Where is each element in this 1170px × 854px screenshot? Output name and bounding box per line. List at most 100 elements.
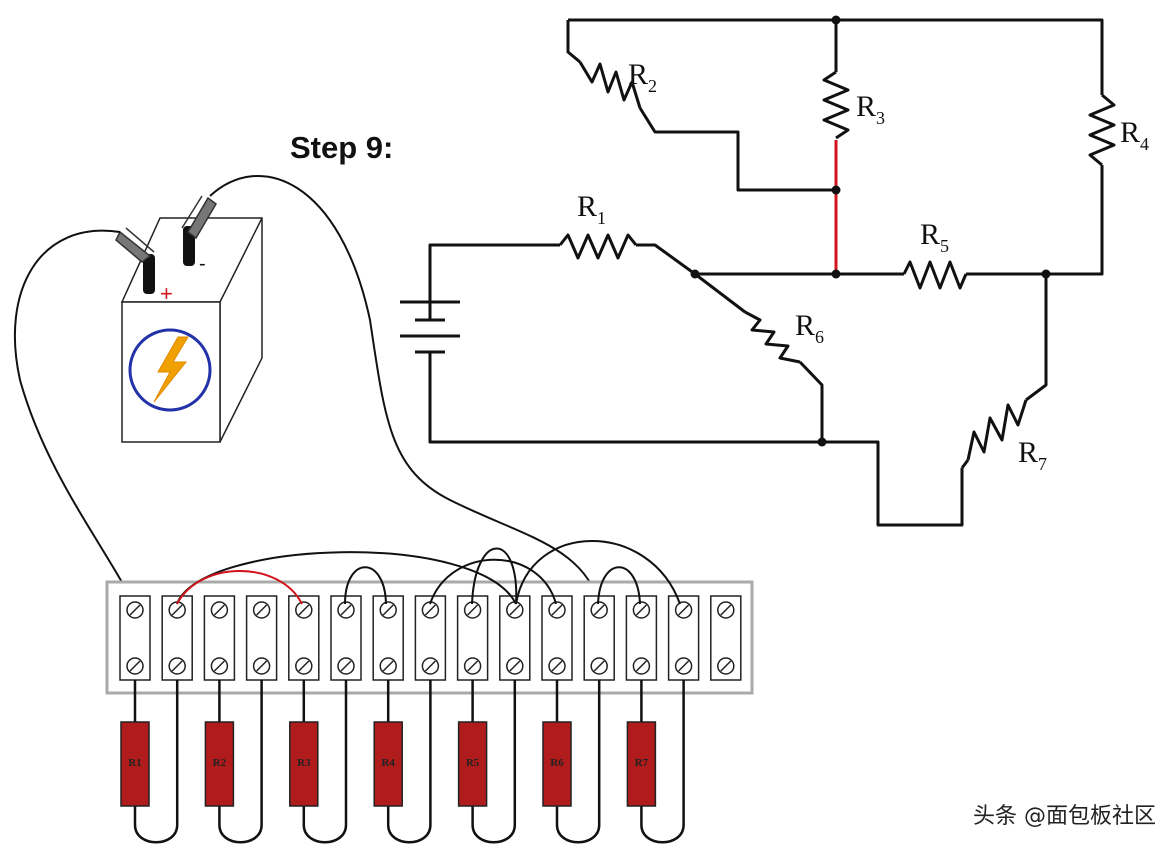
terminal-screw-slot [678, 660, 690, 672]
terminal-board [105, 580, 754, 695]
terminal-screw-slot [467, 660, 479, 672]
terminal-screw-slot [298, 660, 310, 672]
terminal-screw-slot [467, 604, 479, 616]
clip-positive [115, 230, 152, 263]
resistor-label: R1 [128, 757, 141, 769]
jumper-wire [597, 566, 641, 605]
lightning-bolt-icon [153, 336, 189, 403]
battery-plus-sign: + [160, 281, 173, 306]
terminal-screw-slot [340, 604, 352, 616]
wire-r7-out [960, 459, 970, 469]
terminal-screw-slot [382, 604, 394, 616]
junction-dot [831, 185, 841, 195]
terminal-screw-slot [720, 604, 732, 616]
resistor-r4 [1088, 93, 1116, 167]
terminal-screw-slot [593, 660, 605, 672]
resistor-r5 [902, 260, 968, 290]
resistor-body [373, 721, 403, 807]
terminal-screw-slot [424, 604, 436, 616]
clip-negative [187, 196, 217, 240]
wire-r7-in [1025, 274, 1048, 402]
label-r1: R1 [577, 190, 606, 228]
red-jumper-wire [176, 570, 303, 605]
wire-battery-bottom [428, 352, 964, 527]
terminal-screw-slot [213, 604, 225, 616]
battery-terminal-positive [143, 254, 155, 294]
terminal-screw-slot [256, 604, 268, 616]
jumper-wire [471, 547, 518, 605]
terminal-screw-slot [593, 604, 605, 616]
resistor-body [289, 721, 319, 807]
resistor-r7 [966, 399, 1028, 461]
terminal-screw-slot [171, 604, 183, 616]
board-resistors: R1 R2 R3 R4 R5 R6 R7 [120, 680, 685, 844]
label-r2: R2 [628, 58, 657, 96]
lead-positive [13, 229, 133, 601]
resistor-label: R3 [297, 757, 311, 769]
resistor-r6 [744, 310, 801, 364]
resistor-body [542, 721, 572, 807]
terminal-screw-slot [551, 604, 563, 616]
terminal-screw-slot [129, 604, 141, 616]
resistor-r1 [558, 233, 638, 260]
watermark: 头条 @面包板社区 [973, 798, 1156, 830]
battery-box: + - [115, 195, 263, 443]
junction-dots [690, 15, 1051, 447]
wire-top [568, 18, 1104, 95]
resistor-lead [218, 680, 263, 844]
jumper-wire [515, 540, 681, 605]
wire-r6-in [694, 272, 746, 314]
resistor-lead [640, 680, 685, 844]
resistor-lead [133, 680, 179, 844]
terminal-screw-slot [635, 660, 647, 672]
resistor-body [457, 721, 488, 807]
wire-r2-out [638, 107, 836, 192]
terminal-screw-slot [340, 660, 352, 672]
resistor-body [204, 721, 235, 807]
resistor-label: R6 [550, 757, 564, 769]
resistor-label: R4 [381, 757, 395, 769]
resistor-lead [302, 680, 348, 844]
label-r7: R7 [1018, 436, 1047, 474]
terminal-screw-slot [129, 660, 141, 672]
terminal-screw-slot [509, 660, 521, 672]
resistor-lead [386, 680, 432, 844]
watermark-prefix: 头条 @ [972, 804, 1046, 829]
label-r5: R5 [920, 218, 949, 256]
battery-minus-sign: - [199, 253, 206, 275]
terminal-screw-slot [424, 660, 436, 672]
label-r6: R6 [795, 309, 824, 347]
wire-r1-out [636, 243, 696, 276]
junction-dot [817, 437, 827, 447]
terminal-screw-slot [720, 660, 732, 672]
jumper-wire [344, 566, 387, 605]
resistor-body [120, 721, 150, 807]
terminal-screw-slot [256, 660, 268, 672]
battery-terminal-negative [183, 226, 195, 266]
schematic [400, 18, 1116, 527]
wire-r4-down [1046, 165, 1104, 276]
resistor-r3 [822, 70, 850, 140]
junction-dot [831, 15, 841, 25]
resistor-label: R5 [466, 757, 480, 769]
terminal-screw-slot [213, 660, 225, 672]
wire-r2-in [566, 20, 581, 64]
junction-dot [1041, 269, 1051, 279]
resistor-r2 [578, 61, 642, 109]
resistor-label: R2 [213, 757, 227, 769]
label-r4: R4 [1120, 116, 1149, 154]
terminal-screw-slot [635, 604, 647, 616]
wire-battery-top [428, 243, 560, 320]
jumper-wire [429, 558, 557, 605]
resistor-label: R7 [635, 757, 649, 769]
watermark-name: 面包板社区 [1045, 804, 1156, 829]
terminal-screw-slot [678, 604, 690, 616]
terminal-screw-slot [509, 604, 521, 616]
label-r3: R3 [856, 90, 885, 128]
resistor-body [626, 721, 657, 807]
wire-r6-out [798, 360, 824, 442]
step-title: Step 9: [290, 130, 394, 165]
terminal-screw-slot [298, 604, 310, 616]
